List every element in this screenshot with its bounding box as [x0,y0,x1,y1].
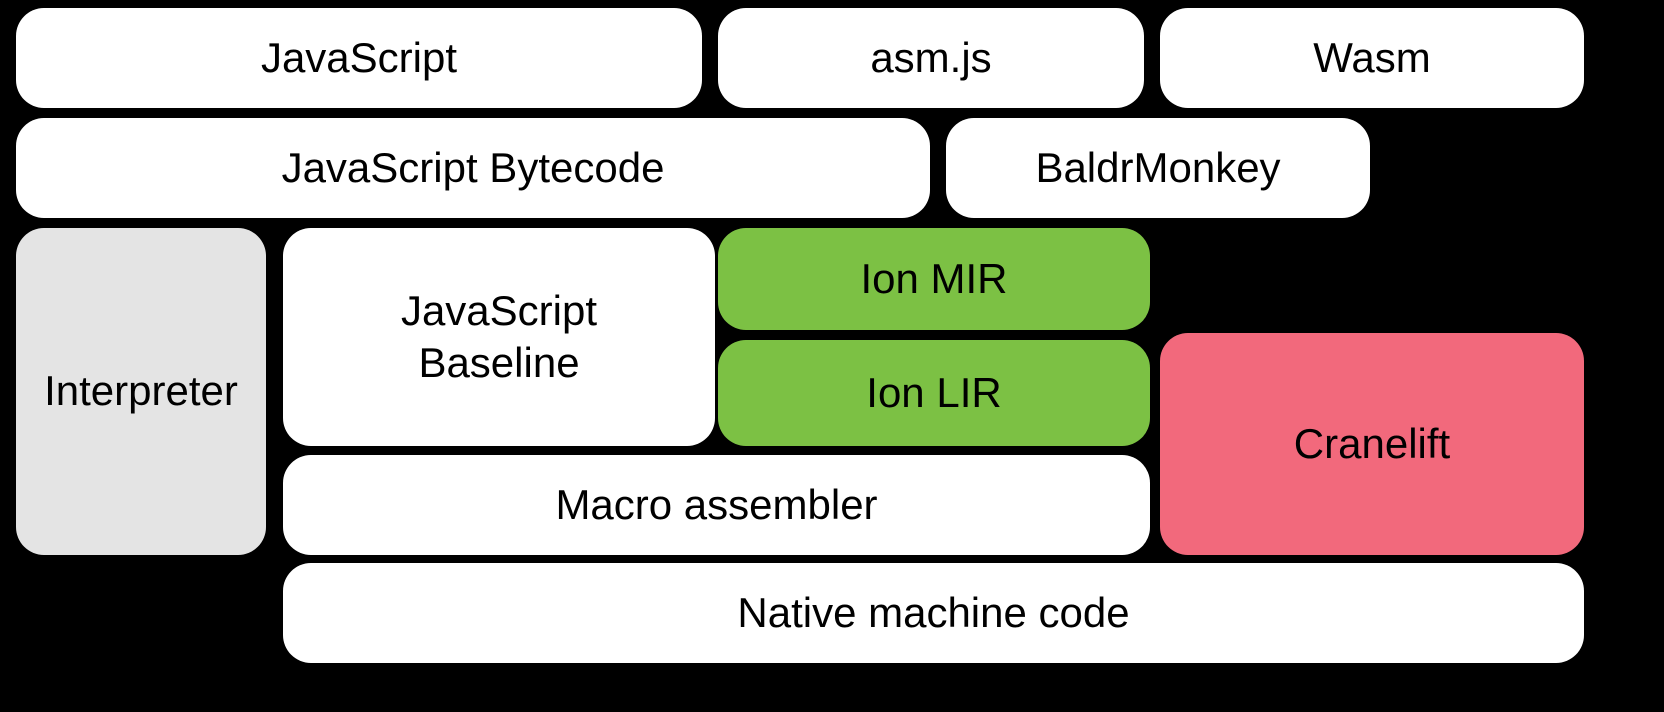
node-javascript-bytecode: JavaScript Bytecode [16,118,930,218]
node-interpreter: Interpreter [16,228,266,555]
node-javascript: JavaScript [16,8,702,108]
node-cranelift: Cranelift [1160,333,1584,555]
node-ion-lir: Ion LIR [718,340,1150,446]
node-javascript-baseline: JavaScript Baseline [283,228,715,446]
node-wasm: Wasm [1160,8,1584,108]
node-asmjs: asm.js [718,8,1144,108]
node-ion-mir: Ion MIR [718,228,1150,330]
node-baldrmonkey: BaldrMonkey [946,118,1370,218]
node-native-machine-code: Native machine code [283,563,1584,663]
node-macro-assembler: Macro assembler [283,455,1150,555]
